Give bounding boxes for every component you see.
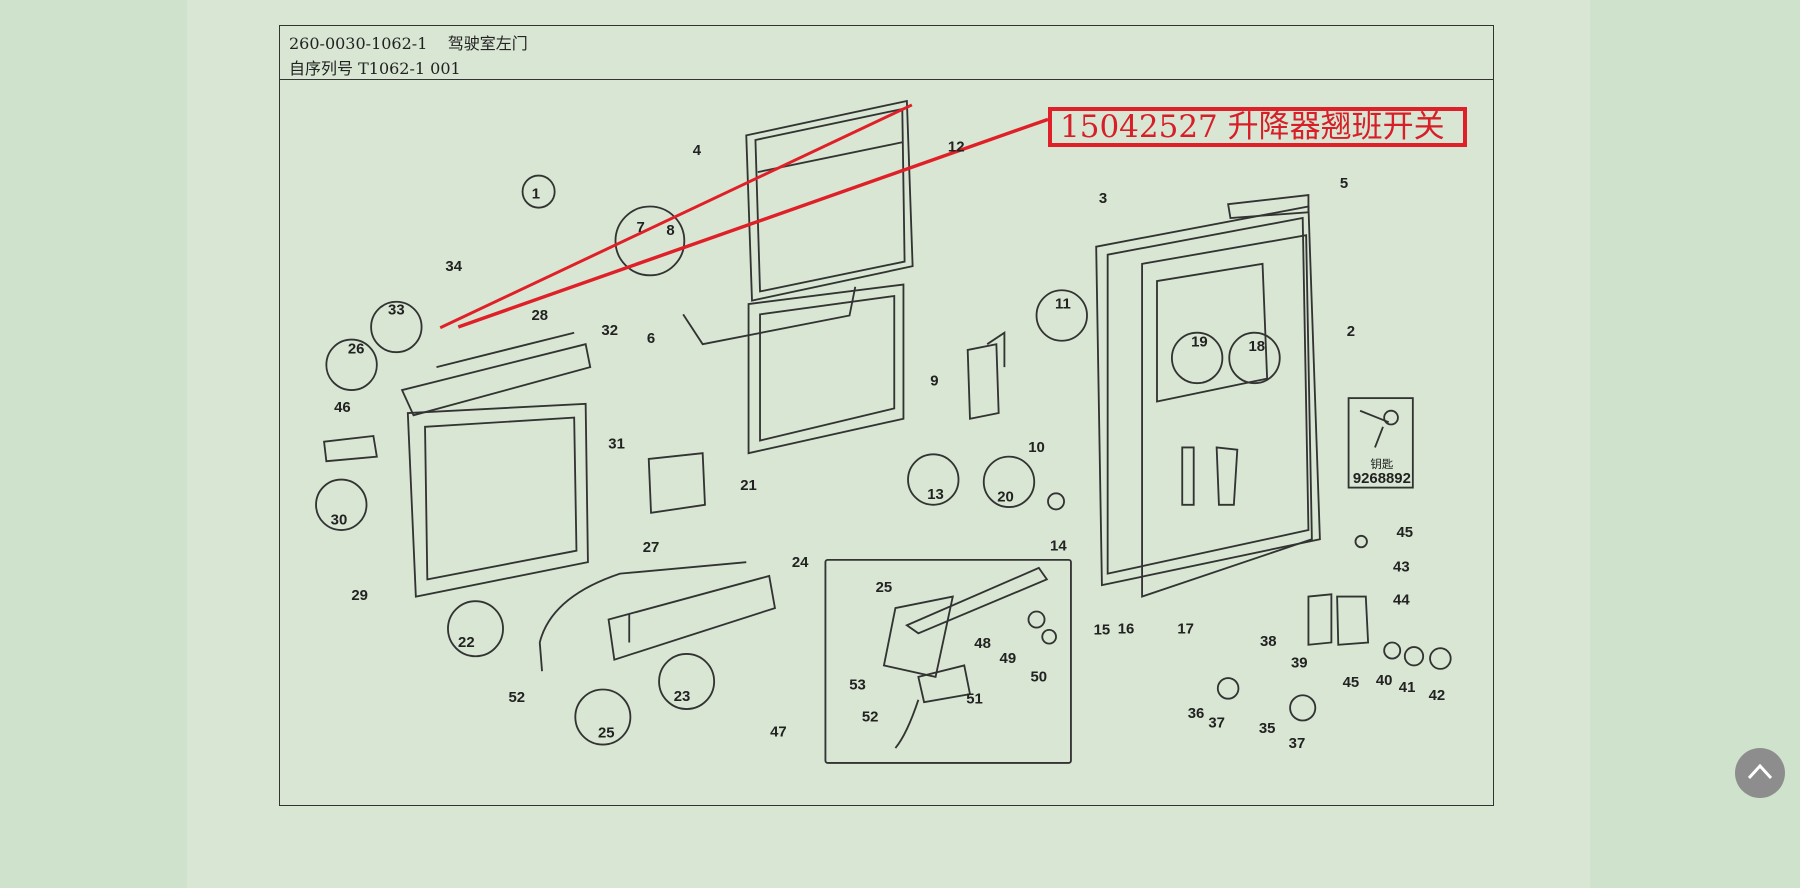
part-callout-number: 46: [334, 400, 351, 416]
part-callout-number: 39: [1291, 656, 1308, 672]
parts-diagram-frame: 260-0030-1062-1 驾驶室左门 自序列号 T1062-1 001: [279, 25, 1494, 806]
part-callout-number: 20: [997, 489, 1014, 505]
part-callout-number: 44: [1393, 593, 1410, 609]
part-callout-number: 47: [770, 725, 787, 741]
part-callout-number: 27: [643, 540, 660, 556]
part-callout-number: 33: [388, 302, 405, 318]
part-callout-number: 29: [351, 588, 368, 604]
part-callout-number: 50: [1031, 669, 1048, 685]
part-callout-number: 34: [445, 259, 462, 275]
part-callout-number: 6: [647, 331, 655, 347]
part-callout-number: 15: [1094, 622, 1111, 638]
part-callout-number: 53: [849, 678, 866, 694]
part-callout-number: 32: [601, 323, 618, 339]
scroll-to-top-button[interactable]: [1735, 748, 1785, 798]
part-callout-number: 3: [1099, 191, 1107, 207]
part-callout-number: 26: [348, 341, 365, 357]
diagram-header: 260-0030-1062-1 驾驶室左门 自序列号 T1062-1 001: [280, 26, 1493, 80]
part-callout-number: 25: [876, 580, 893, 596]
highlighted-part-callout: 15042527 升降器翘班开关: [1048, 107, 1467, 147]
part-callout-number: 41: [1399, 680, 1416, 696]
part-callout-number: 45: [1343, 675, 1360, 691]
part-callout-number: 30: [331, 512, 348, 528]
part-callout-number: 23: [674, 689, 691, 705]
part-callout-number: 25: [598, 726, 615, 742]
part-callout-number: 10: [1028, 440, 1045, 456]
part-callout-number: 14: [1050, 539, 1067, 555]
part-callout-number: 49: [1000, 651, 1017, 667]
part-callout-number: 40: [1376, 673, 1393, 689]
part-callout-number: 37: [1208, 715, 1225, 731]
callout-leader-line: [457, 117, 1049, 329]
part-callout-number: 35: [1259, 721, 1276, 737]
part-callout-number: 4: [693, 143, 702, 159]
part-callout-number: 5: [1340, 176, 1348, 192]
part-callout-number: 45: [1397, 525, 1414, 541]
part-callout-number: 24: [792, 555, 809, 571]
key-part-number: 9268892: [1353, 471, 1411, 487]
chevron-up-icon: [1747, 763, 1773, 780]
part-callout-number: 42: [1429, 688, 1446, 704]
part-callout-number: 11: [1055, 297, 1071, 313]
part-callout-number: 19: [1191, 334, 1208, 350]
serial-number: 自序列号 T1062-1 001: [289, 59, 461, 78]
part-callout-number: 18: [1249, 339, 1266, 355]
part-callout-number: 17: [1177, 621, 1194, 637]
part-callout-number: 31: [608, 437, 625, 453]
part-callout-number: 51: [966, 691, 983, 707]
part-callout-number: 37: [1289, 736, 1306, 752]
view-number: 1: [532, 186, 540, 202]
part-number-title: 260-0030-1062-1 驾驶室左门: [289, 34, 528, 53]
part-callout-number: 38: [1260, 634, 1277, 650]
part-callout-number: 28: [531, 308, 548, 324]
part-callout-number: 43: [1393, 559, 1410, 575]
key-label: 钥匙: [1370, 457, 1393, 471]
part-callout-number: 52: [509, 690, 526, 706]
part-callout-number: 13: [927, 487, 944, 503]
part-callout-number: 52: [862, 710, 879, 726]
part-callout-number: 48: [974, 636, 991, 652]
part-callout-number: 22: [458, 635, 475, 651]
part-callout-number: 9: [930, 373, 938, 389]
part-callout-number: 8: [666, 223, 674, 239]
part-callout-number: 12: [948, 139, 965, 155]
part-callout-number: 16: [1118, 621, 1135, 637]
content-panel: [187, 0, 1590, 888]
part-callout-number: 21: [740, 478, 757, 494]
part-callout-number: 36: [1188, 706, 1205, 722]
part-callout-number: 7: [637, 220, 645, 236]
part-callout-number: 2: [1347, 324, 1355, 340]
